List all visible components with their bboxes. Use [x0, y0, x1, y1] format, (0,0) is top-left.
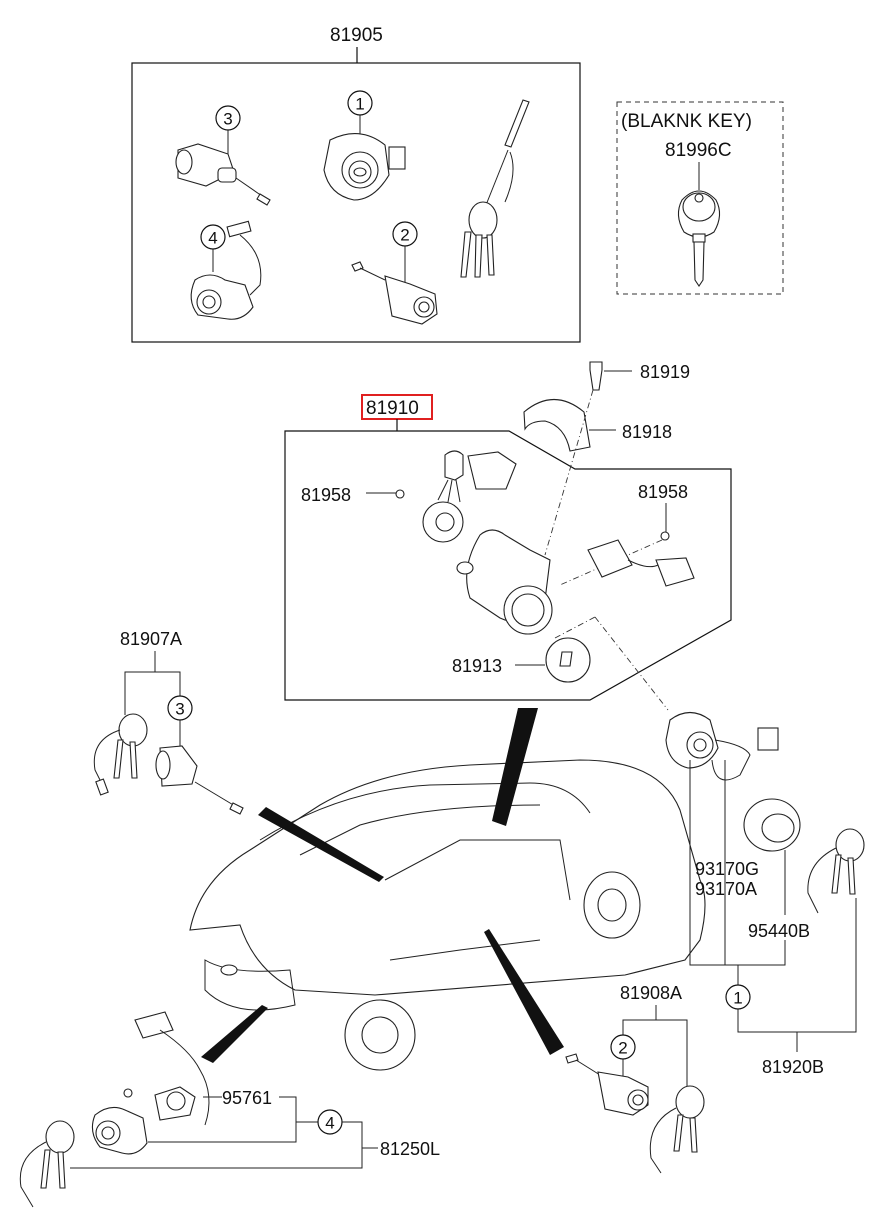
car-body-icon [189, 759, 706, 1071]
tailgate-lock-icon [190, 220, 262, 320]
ref-circle-4-tail: 4 [325, 1114, 334, 1133]
ignition-switch-icon [422, 450, 517, 543]
screw-icon [660, 531, 670, 541]
key-set-icon [460, 99, 530, 278]
ref-circle-2: 2 [400, 226, 409, 245]
pointer-arrow-ignition [492, 708, 538, 826]
key-set-icon [93, 713, 148, 796]
bolt-icon [589, 361, 603, 391]
part-label-81996C[interactable]: 81996C [665, 140, 732, 161]
trunk-lock-group: 81907A 3 [93, 629, 244, 815]
part-label-81250L[interactable]: 81250L [380, 1139, 440, 1159]
tailgate-set-group: 95761 4 81250L [19, 1011, 440, 1208]
ref-circle-4: 4 [208, 229, 217, 248]
part-label-81908A[interactable]: 81908A [620, 983, 682, 1003]
immobilizer-coil-icon [743, 798, 801, 852]
ref-circle-2-door: 2 [618, 1039, 627, 1058]
ref-circle-1: 1 [355, 95, 364, 114]
set-item-3: 3 [175, 105, 271, 206]
key-set-icon [807, 828, 865, 914]
set-item-2: 2 [351, 221, 438, 325]
part-label-81907A[interactable]: 81907A [120, 629, 182, 649]
part-label-81913[interactable]: 81913 [452, 656, 502, 676]
blank-key-icon [677, 190, 721, 287]
bracket-icon [523, 399, 591, 452]
part-label-81920B[interactable]: 81920B [762, 1057, 824, 1077]
blank-key-caption: (BLAKNK KEY) [621, 111, 752, 132]
set-81905-group: 81905 3 1 [131, 25, 581, 343]
door-lock-icon [565, 1053, 649, 1116]
steering-lock-body-icon [456, 529, 553, 635]
pointer-arrow-door [484, 929, 564, 1055]
part-label-81910[interactable]: 81910 [366, 398, 419, 419]
lock-cylinder-icon [155, 745, 244, 815]
part-label-95440B[interactable]: 95440B [748, 921, 810, 941]
part-label-93170G[interactable]: 93170G [695, 859, 759, 879]
ref-circle-3: 3 [223, 110, 232, 129]
ignition-lock-icon [665, 711, 779, 781]
ref-circle-1-ignition: 1 [733, 989, 742, 1008]
set-81905-box [131, 62, 581, 343]
ignition-set-group: 93170G 93170A 95440B 1 81920B [665, 711, 865, 1077]
ignition-lock-icon [323, 133, 406, 201]
screw-icon [395, 489, 405, 499]
part-label-93170A[interactable]: 93170A [695, 879, 757, 899]
assembly-81910-group: 81910 81919 81918 81958 81958 [284, 361, 732, 701]
set-item-1: 1 [323, 90, 406, 201]
blank-key-group: (BLAKNK KEY) 81996C [616, 101, 784, 295]
key-set-icon [19, 1120, 75, 1208]
blank-key-box [616, 101, 784, 295]
lock-cylinder-icon [175, 143, 271, 206]
door-lock-group: 81908A 2 [565, 983, 705, 1174]
actuator-icon [154, 1086, 196, 1121]
part-label-81958-left[interactable]: 81958 [301, 485, 351, 505]
pointer-arrow-tailgate [201, 1005, 268, 1063]
key-set-icon [649, 1085, 705, 1174]
part-label-81958-right[interactable]: 81958 [638, 482, 688, 502]
connector-icon [559, 539, 695, 587]
set-item-4: 4 [190, 220, 262, 320]
pointer-arrow-trunk [258, 807, 384, 882]
part-label-81918[interactable]: 81918 [622, 422, 672, 442]
connector-icon [134, 1011, 210, 1126]
part-label-95761[interactable]: 95761 [222, 1088, 272, 1108]
ref-circle-3-trunk: 3 [175, 700, 184, 719]
part-label-81905[interactable]: 81905 [330, 25, 383, 46]
door-lock-icon [351, 261, 438, 325]
tailgate-lock-icon [91, 1088, 148, 1155]
part-label-81919[interactable]: 81919 [640, 362, 690, 382]
assembly-81910-outline [284, 430, 732, 701]
